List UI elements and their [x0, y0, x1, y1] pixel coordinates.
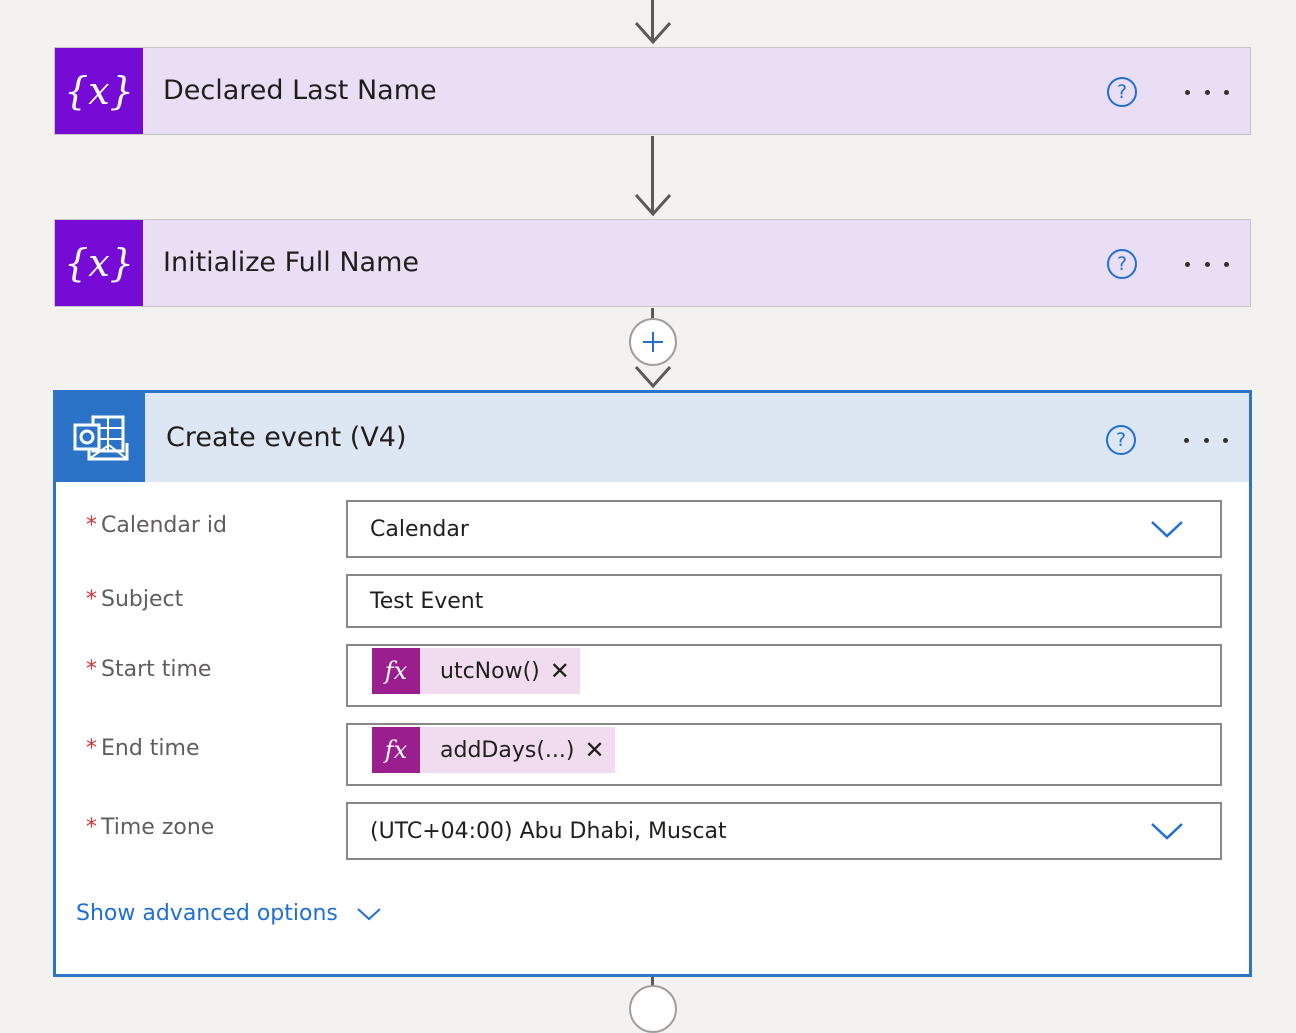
required-marker: *: [86, 736, 97, 761]
more-options-icon[interactable]: [1185, 82, 1229, 102]
svg-text:{x}: {x}: [67, 241, 131, 285]
help-icon[interactable]: ?: [1106, 425, 1136, 455]
plus-icon: [643, 332, 663, 352]
field-value: Calendar: [370, 516, 469, 542]
subject-input[interactable]: Test Event: [346, 574, 1222, 628]
field-label-calendar-id: *Calendar id: [86, 513, 227, 538]
connector-line: [651, 136, 654, 212]
help-icon[interactable]: ?: [1107, 77, 1137, 107]
field-label-text: End time: [101, 736, 200, 761]
function-icon: fx: [372, 648, 420, 694]
arrow-down-icon: [634, 365, 672, 389]
help-icon[interactable]: ?: [1107, 249, 1137, 279]
show-advanced-options-link[interactable]: Show advanced options: [76, 901, 382, 926]
more-options-icon[interactable]: [1185, 254, 1229, 274]
time-zone-dropdown[interactable]: (UTC+04:00) Abu Dhabi, Muscat: [346, 802, 1222, 860]
step-title: Declared Last Name: [163, 75, 437, 106]
variable-icon: {x}: [55, 48, 143, 134]
token-label: addDays(...): [440, 737, 575, 763]
required-marker: *: [86, 587, 97, 612]
field-label-text: Start time: [101, 657, 212, 682]
field-value: Test Event: [370, 588, 484, 614]
function-icon: fx: [372, 727, 420, 773]
step-card-create-event[interactable]: Create event (V4) ? *Calendar id Calenda…: [53, 390, 1252, 977]
step-card-declared-last-name[interactable]: {x} Declared Last Name ?: [54, 47, 1251, 135]
more-options-icon[interactable]: [1184, 430, 1228, 450]
field-label-text: Calendar id: [101, 513, 227, 538]
field-value: (UTC+04:00) Abu Dhabi, Muscat: [370, 818, 727, 844]
step-title: Initialize Full Name: [163, 247, 419, 278]
required-marker: *: [86, 657, 97, 682]
step-title: Create event (V4): [166, 422, 407, 453]
chevron-down-icon: [357, 907, 381, 920]
connector-line: [651, 308, 654, 320]
remove-token-icon[interactable]: ✕: [549, 657, 570, 685]
field-label-time-zone: *Time zone: [86, 815, 214, 840]
arrow-down-icon: [634, 21, 672, 45]
field-label-text: Subject: [101, 587, 184, 612]
chevron-down-icon[interactable]: [1150, 519, 1184, 539]
field-label-text: Time zone: [101, 815, 215, 840]
chevron-down-icon[interactable]: [1150, 821, 1184, 841]
expression-token[interactable]: fx addDays(...) ✕: [372, 727, 615, 773]
field-label-start-time: *Start time: [86, 657, 211, 682]
svg-text:{x}: {x}: [67, 69, 131, 113]
add-step-button[interactable]: [629, 318, 677, 366]
remove-token-icon[interactable]: ✕: [584, 736, 605, 764]
outlook-icon: [56, 393, 145, 482]
add-step-button[interactable]: [629, 985, 677, 1033]
required-marker: *: [86, 815, 97, 840]
card-header[interactable]: Create event (V4) ?: [56, 393, 1249, 482]
required-marker: *: [86, 513, 97, 538]
arrow-down-icon: [634, 193, 672, 217]
step-card-initialize-full-name[interactable]: {x} Initialize Full Name ?: [54, 219, 1251, 307]
expression-token[interactable]: fx utcNow() ✕: [372, 648, 580, 694]
field-label-end-time: *End time: [86, 736, 200, 761]
end-time-input[interactable]: fx addDays(...) ✕: [346, 723, 1222, 786]
connector-line: [651, 977, 654, 989]
token-label: utcNow(): [440, 658, 540, 684]
variable-icon: {x}: [55, 220, 143, 306]
advanced-label: Show advanced options: [76, 901, 338, 926]
field-label-subject: *Subject: [86, 587, 183, 612]
calendar-id-dropdown[interactable]: Calendar: [346, 500, 1222, 558]
connector-line: [651, 0, 654, 40]
start-time-input[interactable]: fx utcNow() ✕: [346, 644, 1222, 707]
